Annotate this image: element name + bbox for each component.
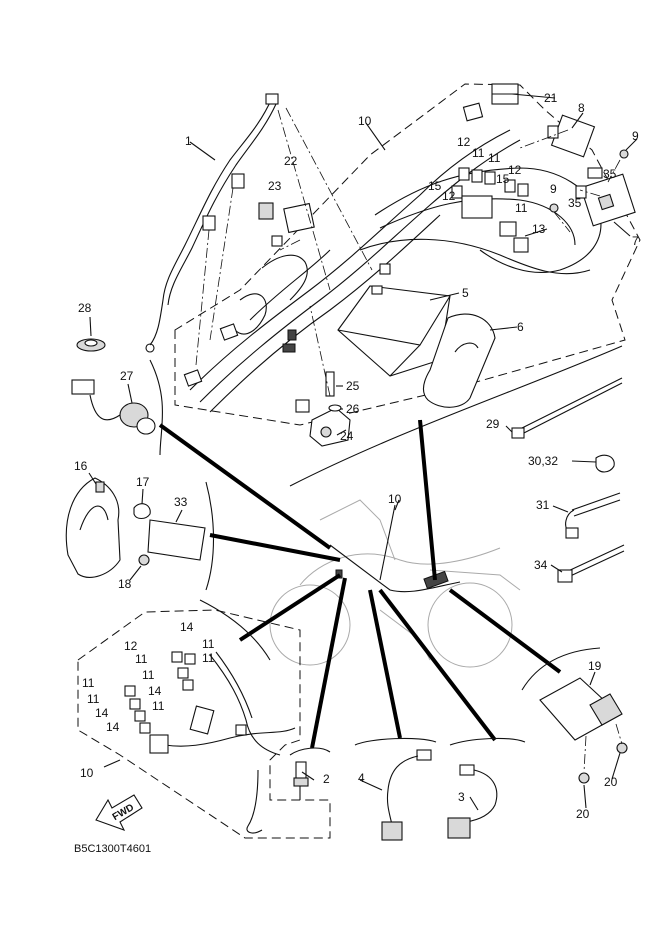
callout-11b: 11 (488, 151, 501, 165)
callout-6: 6 (517, 320, 524, 334)
callout-21: 21 (544, 91, 558, 105)
callout-35a: 35 (603, 167, 617, 181)
lead-4 (381, 749, 432, 841)
callout-9a: 9 (632, 129, 639, 143)
lead-3-panel (449, 737, 526, 746)
callout-15a: 15 (496, 172, 510, 186)
callout-12c: 12 (442, 189, 456, 203)
callout-9b: 9 (550, 182, 557, 196)
callout-34: 34 (534, 558, 548, 572)
bolt-9 (549, 149, 629, 213)
callout-14b: 14 (148, 684, 162, 698)
callout-4: 4 (358, 771, 365, 785)
callout-11i: 11 (152, 699, 165, 713)
cable-tie-29 (511, 377, 623, 439)
callout-19: 19 (588, 659, 602, 673)
callout-23: 23 (268, 179, 282, 193)
callout-1: 1 (185, 134, 192, 148)
callout-10b: 10 (388, 492, 402, 506)
manual-33 (147, 519, 206, 561)
callout-12d: 12 (124, 639, 138, 653)
sub-harness-panel (77, 599, 331, 839)
wire-harness-1 (145, 93, 279, 353)
callout-5: 5 (462, 286, 469, 300)
callout-11h: 11 (87, 692, 100, 706)
callout-11d: 11 (202, 637, 215, 651)
callout-14a: 14 (180, 620, 194, 634)
dashdot-leaders (195, 107, 623, 773)
band-34 (557, 544, 625, 583)
fuse-box-7 (575, 167, 636, 227)
rectifier-19 (539, 677, 628, 784)
fuse-cluster (451, 167, 529, 253)
callout-20b: 20 (576, 807, 590, 821)
callout-13: 13 (532, 222, 546, 236)
callout-11g: 11 (82, 676, 95, 690)
callout-17: 17 (136, 475, 150, 489)
callout-20a: 20 (604, 775, 618, 789)
callout-14c: 14 (95, 706, 109, 720)
callout-11j: 11 (202, 651, 215, 665)
callout-7: 7 (632, 234, 639, 248)
relay-8 (547, 114, 596, 158)
callout-11e: 11 (135, 652, 148, 666)
callout-12a: 12 (457, 135, 471, 149)
leader-lines (88, 93, 638, 811)
callout-28: 28 (78, 301, 92, 315)
callout-14d: 14 (106, 720, 120, 734)
callout-18: 18 (118, 577, 132, 591)
callout-35b: 35 (568, 196, 582, 210)
sensor-2 (293, 761, 309, 800)
clamp-17 (133, 503, 151, 520)
callout-22: 22 (284, 154, 298, 168)
callout-30-32: 30,32 (528, 454, 558, 468)
callout-10a: 10 (358, 114, 372, 128)
pointer-lines (158, 419, 562, 749)
callout-15b: 15 (428, 179, 442, 193)
callout-31: 31 (536, 498, 550, 512)
callout-12b: 12 (508, 163, 522, 177)
bracket-24 (309, 371, 351, 447)
motorcycle-silhouette (269, 499, 521, 668)
callout-11c: 11 (515, 201, 528, 215)
connector-21 (491, 83, 519, 105)
band-31 (565, 492, 621, 539)
callout-16: 16 (74, 459, 88, 473)
callout-24: 24 (340, 429, 354, 443)
callout-25: 25 (346, 379, 360, 393)
tray-16 (65, 477, 121, 578)
relay-22-23 (258, 202, 315, 234)
rivet-18 (138, 554, 150, 566)
callout-33: 33 (174, 495, 188, 509)
fwd-arrow-icon: FWD (95, 794, 143, 831)
clamp-30-32 (595, 454, 615, 473)
lead-3 (447, 764, 498, 839)
callout-29: 29 (486, 417, 500, 431)
callout-26: 26 (346, 402, 360, 416)
callout-10c: 10 (80, 766, 94, 780)
battery-pad-6 (422, 313, 496, 408)
socket-27 (71, 379, 156, 435)
callout-11a: 11 (472, 146, 485, 160)
callout-11f: 11 (142, 668, 155, 682)
sensor-2-panel (289, 747, 331, 756)
callout-2: 2 (323, 772, 330, 786)
callout-8: 8 (578, 101, 585, 115)
callout-27: 27 (120, 369, 134, 383)
left-inset-panel (205, 481, 214, 591)
sub-harness-10 (124, 651, 296, 834)
grommet-28 (76, 338, 106, 352)
callout-labels: 1 2 3 4 5 6 7 8 9 9 10 10 10 11 11 11 11… (74, 91, 639, 821)
callout-3: 3 (458, 790, 465, 804)
rectifier-panel (521, 647, 601, 691)
drawing-code: B5C1300T4601 (74, 843, 151, 855)
lead-4-panel (354, 737, 437, 746)
